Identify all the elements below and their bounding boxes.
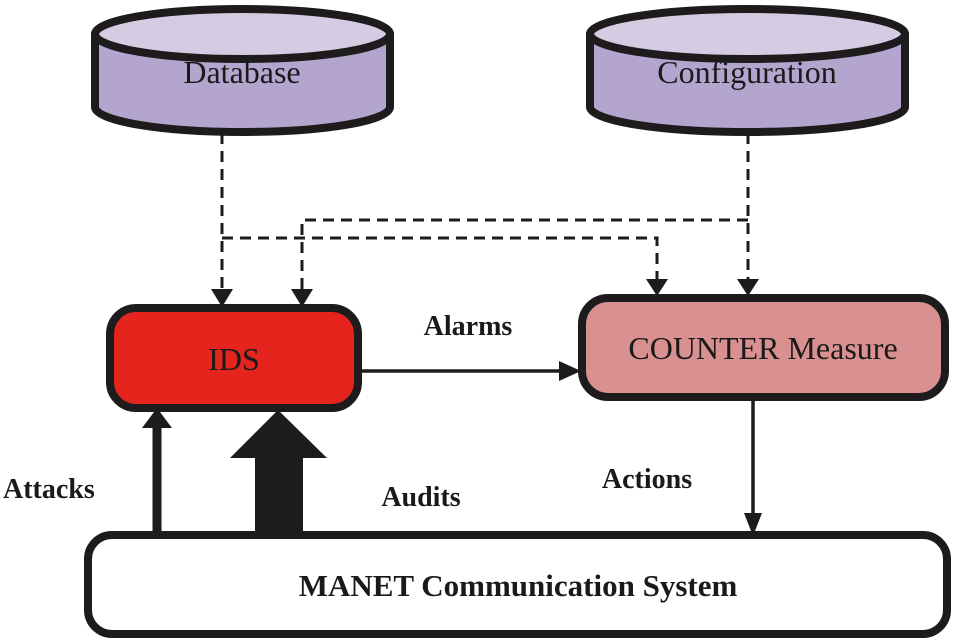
arrowhead-icon	[744, 513, 762, 536]
edge-alarms	[358, 361, 581, 381]
configuration-label: Configuration	[657, 54, 837, 90]
alarms-label: Alarms	[424, 311, 513, 342]
node-ids: IDS	[106, 304, 362, 412]
manet-box	[84, 531, 951, 638]
node-database: Database	[91, 5, 394, 136]
dashed-line	[222, 236, 659, 280]
edge-configuration-to-ids	[291, 218, 748, 307]
database-label: Database	[183, 54, 300, 90]
arrowhead-icon	[737, 279, 759, 296]
audits-block-arrow	[230, 410, 327, 536]
arrowhead-icon	[211, 289, 233, 307]
manet-label: MANET Communication System	[299, 568, 738, 603]
configuration-cylinder-top	[586, 5, 909, 63]
actions-label: Actions	[602, 464, 692, 495]
dashed-line	[300, 218, 748, 290]
counter-measure-box	[578, 294, 949, 401]
arrowhead-icon	[559, 361, 581, 381]
ids-label: IDS	[208, 341, 260, 377]
edge-database-to-counter	[222, 236, 668, 296]
audits-label: Audits	[381, 482, 460, 513]
attacks-label: Attacks	[3, 474, 95, 505]
node-configuration: Configuration	[586, 5, 909, 136]
edge-actions	[744, 397, 762, 536]
arrowhead-icon	[291, 289, 313, 307]
edge-database-to-ids	[211, 133, 233, 307]
edge-configuration-to-counter	[737, 133, 759, 296]
arrowhead-icon	[142, 408, 172, 428]
ids-box	[106, 304, 362, 412]
counter-measure-label: COUNTER Measure	[628, 330, 897, 366]
arrowhead-icon	[646, 279, 668, 296]
edge-attacks	[142, 408, 172, 536]
node-counter-measure: COUNTER Measure	[578, 294, 949, 401]
node-manet: MANET Communication System	[84, 531, 951, 638]
database-cylinder-top	[91, 5, 394, 63]
